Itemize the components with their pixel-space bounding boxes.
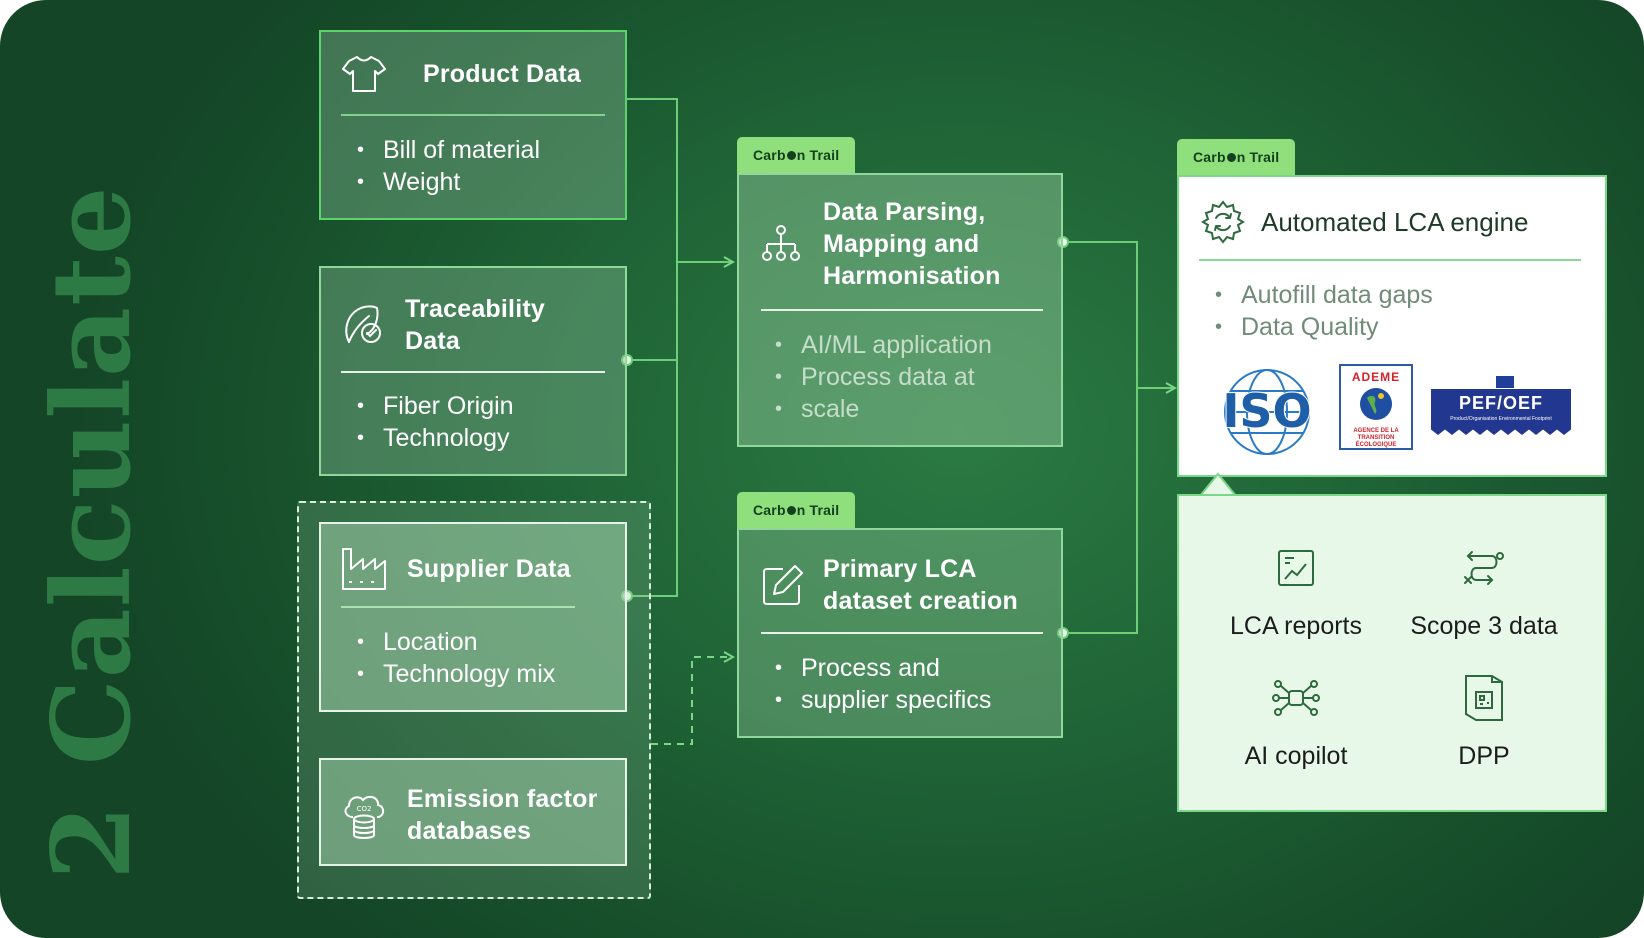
output-dpp: DPP — [1389, 666, 1579, 772]
link-emission-dashed — [651, 657, 733, 745]
ademe-text: ADEME — [1351, 370, 1401, 384]
output-label: Scope 3 data — [1410, 612, 1558, 640]
tshirt-icon — [341, 52, 387, 96]
parsing-title-line2: Mapping and — [823, 230, 980, 258]
supplier-data-card: Supplier Data Location Technology mix — [319, 522, 627, 712]
list-item: Location — [357, 626, 555, 658]
parsing-title-line1: Data Parsing, — [823, 198, 986, 226]
list-item: supplier specifics — [775, 684, 991, 716]
leaf-check-icon — [341, 300, 385, 350]
lca-engine-card: Automated LCA engine Autofill data gaps … — [1177, 175, 1607, 477]
primary-lca-list: Process and supplier specifics — [775, 652, 991, 716]
pef-subtext: Product/Organisation Environmental Footp… — [1450, 416, 1552, 422]
co2-label: CO2 — [357, 805, 372, 813]
tag-text-prefix: Carb — [753, 502, 786, 518]
traceability-data-list: Fiber Origin Technology — [357, 390, 514, 454]
emission-factor-card: CO2 Emission factor databases — [319, 758, 627, 866]
factory-icon — [341, 546, 387, 592]
lca-engine-title: Automated LCA engine — [1261, 206, 1529, 237]
exchange-arrows-icon — [1389, 536, 1579, 600]
link-product — [626, 98, 678, 262]
iso-logo: ISO — [1213, 367, 1321, 457]
edit-icon — [761, 562, 805, 608]
leaf-dot-icon — [786, 150, 796, 160]
network-nodes-icon — [1201, 666, 1391, 730]
eu-flag-icon — [1495, 375, 1515, 389]
output-scope3-data: Scope 3 data — [1389, 536, 1579, 642]
traceability-title-line1: Traceability — [405, 295, 545, 323]
globe-icon — [1360, 388, 1392, 420]
output-lca-reports: LCA reports — [1201, 536, 1391, 642]
list-item: scale — [775, 393, 992, 425]
emission-title-line2: databases — [407, 817, 532, 845]
tag-text-suffix: n Trail — [796, 147, 840, 163]
list-item: Data Quality — [1215, 311, 1433, 343]
output-ai-copilot: AI copilot — [1201, 666, 1391, 772]
leaf-dot-icon — [1226, 152, 1236, 162]
ademe-sub-1: AGENCE DE LA — [1353, 428, 1399, 434]
pef-text: PEF/OEF — [1458, 393, 1543, 413]
product-data-card: Product Data Bill of material Weight — [319, 30, 627, 220]
product-data-list: Bill of material Weight — [357, 134, 540, 198]
divider — [341, 371, 605, 373]
parsing-list: AI/ML application Process data at scale — [775, 329, 992, 425]
primary-lca-title-line1: Primary LCA — [823, 555, 977, 583]
ademe-sub-3: ÉCOLOGIQUE — [1355, 442, 1397, 448]
tag-text-suffix: n Trail — [796, 502, 840, 518]
ademe-sub-2: TRANSITION — [1357, 435, 1395, 441]
port-parsing — [1057, 236, 1069, 248]
primary-lca-title-line2: dataset creation — [823, 587, 1018, 615]
traceability-title-line2: Data — [405, 327, 460, 355]
data-parsing-card: Data Parsing, Mapping and Harmonisation … — [737, 173, 1063, 447]
tag-text-prefix: Carb — [1193, 149, 1226, 165]
list-item: Process data at — [775, 361, 992, 393]
output-label: LCA reports — [1229, 612, 1362, 640]
output-label: DPP — [1458, 742, 1510, 770]
callout-pointer — [1199, 472, 1237, 496]
list-item: Bill of material — [357, 134, 540, 166]
divider — [761, 309, 1043, 311]
tag-text-suffix: n Trail — [1236, 149, 1280, 165]
divider — [761, 632, 1043, 634]
divider — [1199, 259, 1581, 261]
carbon-trail-tag: Carb n Trail — [737, 137, 856, 173]
hierarchy-icon — [761, 222, 801, 266]
parsing-title-line3: Harmonisation — [823, 262, 1001, 290]
emission-title-line1: Emission factor — [407, 785, 598, 813]
list-item: Weight — [357, 166, 540, 198]
product-data-title: Product Data — [423, 60, 581, 88]
link-primary-out — [1063, 388, 1138, 634]
list-item: Autofill data gaps — [1215, 279, 1433, 311]
list-item: Fiber Origin — [357, 390, 514, 422]
divider — [341, 606, 575, 608]
supplier-data-list: Location Technology mix — [357, 626, 555, 690]
ademe-logo: ADEME AGENCE DE LA TRANSITION ÉCOLOGIQUE — [1339, 364, 1413, 450]
carbon-trail-tag: Carb n Trail — [1177, 139, 1296, 175]
list-item: Process and — [775, 652, 991, 684]
carbon-trail-tag: Carb n Trail — [737, 492, 856, 528]
report-chart-icon — [1201, 536, 1391, 600]
outputs-card: LCA reports Scope 3 data — [1177, 494, 1607, 812]
port-traceability — [621, 354, 633, 366]
cloud-database-icon: CO2 — [341, 790, 387, 840]
output-label: AI copilot — [1244, 742, 1348, 770]
iso-text: ISO — [1222, 384, 1311, 438]
recycle-gear-icon — [1201, 199, 1245, 245]
link-parsing-out — [1063, 241, 1138, 388]
traceability-data-card: Traceability Data Fiber Origin Technolog… — [319, 266, 627, 476]
list-item: Technology mix — [357, 658, 555, 690]
divider — [341, 114, 605, 116]
port-primary — [1057, 627, 1069, 639]
supplier-data-title: Supplier Data — [407, 555, 571, 583]
leaf-dot-icon — [786, 505, 796, 515]
primary-lca-card: Primary LCA dataset creation Process and… — [737, 528, 1063, 738]
qr-document-icon — [1389, 666, 1579, 730]
pef-oef-logo: PEF/OEF Product/Organisation Environment… — [1431, 375, 1571, 439]
list-item: AI/ML application — [775, 329, 992, 361]
link-supplier — [627, 262, 678, 597]
tag-text-prefix: Carb — [753, 147, 786, 163]
lca-engine-list: Autofill data gaps Data Quality — [1215, 279, 1433, 343]
list-item: Technology — [357, 422, 514, 454]
